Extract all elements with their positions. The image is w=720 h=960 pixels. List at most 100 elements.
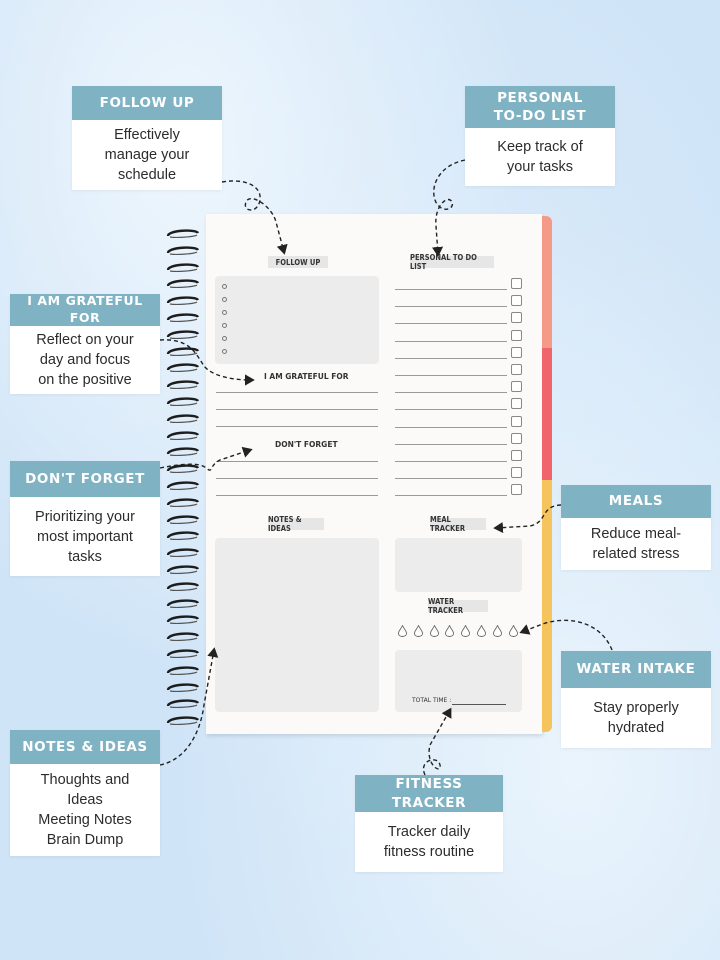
spiral-ring [166,226,200,238]
planner-page: FOLLOW UP PERSONAL TO DO LIST I AM GRATE… [166,214,552,734]
spiral-ring [166,411,200,423]
section-meal-title: MEAL TRACKER [430,515,486,533]
tab-strip-middle [542,348,552,480]
spiral-ring [166,327,200,339]
grateful-line [216,392,378,393]
follow-up-bullet [222,297,227,302]
follow-up-bullet [222,310,227,315]
spiral-ring [166,512,200,524]
section-dont-forget-title: DON'T FORGET [275,440,338,449]
dont-forget-line [216,461,378,462]
callout-fitness-tracker: FITNESS TRACKER Tracker daily fitness ro… [355,775,503,872]
callout-follow-up: FOLLOW UP Effectively manage your schedu… [72,86,222,190]
callout-water-intake-body: Stay properly hydrated [593,700,679,736]
callout-water-intake-title: WATER INTAKE [561,651,711,688]
todo-checkbox [511,329,522,341]
todo-line [395,340,507,342]
todo-line [395,495,507,497]
spiral-ring [166,713,200,726]
todo-checkbox [511,467,522,479]
section-water-title: WATER TRACKER [428,597,488,615]
spiral-ring [166,394,200,406]
spiral-ring [166,428,200,440]
callout-water-intake: WATER INTAKE Stay properly hydrated [561,651,711,748]
spiral-ring [166,243,200,255]
grateful-line [216,426,378,427]
todo-line [395,306,507,308]
spiral-ring [166,663,200,675]
total-time-label: TOTAL TIME : [412,697,452,704]
spiral-ring [166,528,200,541]
water-drop-icon [508,624,518,637]
todo-checkbox [511,346,522,358]
water-drop-icon [492,624,502,637]
spiral-ring [166,680,200,692]
follow-up-bullet [222,323,227,328]
section-todo-title: PERSONAL TO DO LIST [410,253,494,271]
follow-up-bullet [222,349,227,354]
todo-line [395,409,507,411]
dont-forget-line [216,495,378,496]
todo-checkbox [511,415,522,427]
spiral-ring [166,646,200,658]
todo-checkbox [511,278,522,289]
todo-checkbox [511,484,522,496]
callout-dont-forget-title: DON'T FORGET [10,461,160,497]
todo-checkbox [511,312,522,324]
spiral-ring [166,344,200,356]
section-follow-up-title: FOLLOW UP [268,256,328,268]
spiral-ring [166,545,200,558]
callout-fitness-tracker-body: Tracker daily fitness routine [383,824,475,860]
todo-checkbox [511,364,522,375]
callout-grateful-title: I AM GRATEFUL FOR [10,293,160,326]
water-drop-icon [461,624,471,637]
follow-up-bullet [222,284,227,289]
spiral-ring [166,293,200,306]
callout-meals-body: Reduce meal- related stress [590,526,682,562]
spiral-ring [166,629,200,642]
section-notes-title: NOTES & IDEAS [268,515,324,533]
todo-checkbox [511,398,522,410]
spiral-ring [166,461,200,474]
callout-personal-todo-title: PERSONAL TO-DO LIST [465,86,615,128]
follow-up-bullet [222,336,227,341]
dont-forget-line [216,478,378,479]
todo-checkbox [511,295,522,307]
tab-strip-bottom [542,480,552,732]
todo-checkbox [511,450,522,461]
todo-line [395,357,507,359]
todo-line [395,323,507,325]
todo-line [395,392,507,394]
spiral-ring [166,579,200,591]
spiral-ring [166,562,200,574]
spiral-ring [166,310,200,322]
callout-grateful-body: Reflect on your day and focus on the pos… [36,332,134,388]
water-drop-icon [413,624,423,637]
water-drop-icon [445,624,455,637]
spiral-ring [166,495,200,507]
spiral-ring [166,276,200,289]
spiral-ring [166,612,200,625]
spiral-ring [166,596,200,608]
callout-dont-forget-body: Prioritizing your most important tasks [35,508,135,565]
water-drop-icon [429,624,439,637]
spiral-ring [166,444,200,457]
todo-line [395,426,507,428]
callout-notes-ideas-body: Thoughts and Ideas Meeting Notes Brain D… [38,772,132,848]
water-drop-icon [398,624,407,637]
callout-follow-up-title: FOLLOW UP [72,86,222,120]
meal-box [395,538,522,592]
spiral-ring [166,377,200,390]
spiral-ring [166,360,200,373]
callout-notes-ideas-title: NOTES & IDEAS [10,730,160,764]
todo-line [395,478,507,480]
spiral-ring [166,260,200,272]
callout-dont-forget: DON'T FORGET Prioritizing your most impo… [10,461,160,576]
callout-follow-up-body: Effectively manage your schedule [104,127,190,183]
notes-box [215,538,379,712]
todo-checkbox [511,381,522,393]
spiral-ring [166,696,200,709]
callout-meals: MEALS Reduce meal- related stress [561,485,711,570]
todo-line [395,375,507,376]
callout-personal-todo-body: Keep track of your tasks [497,139,583,175]
